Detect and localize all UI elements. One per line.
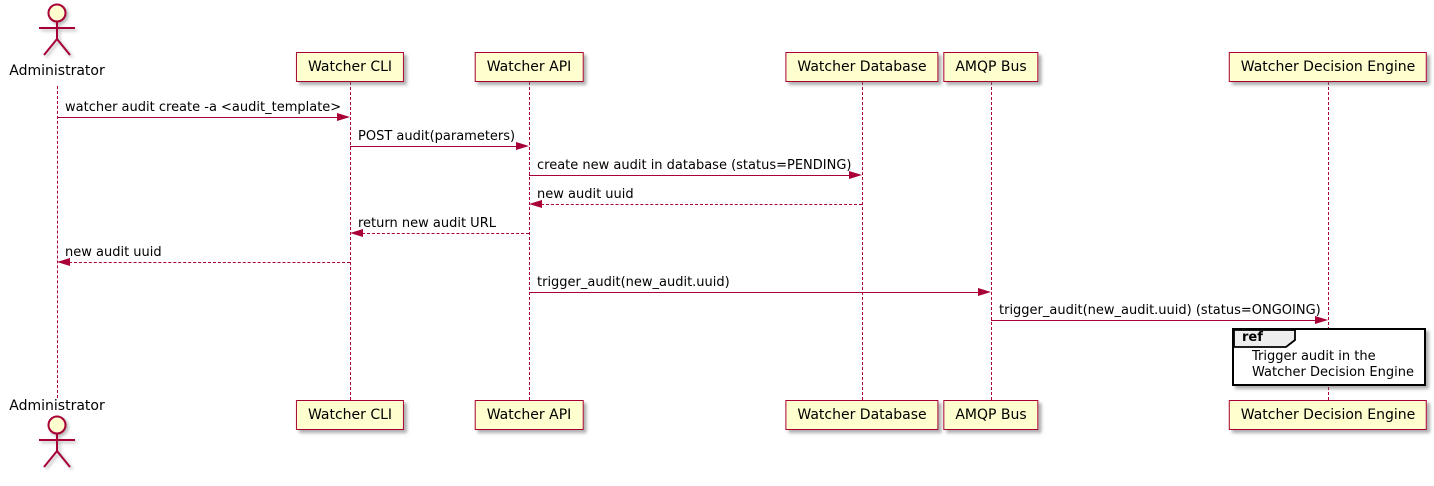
lifeline-administrator [56,86,58,398]
lifeline-watcher-decision-engine [1327,82,1329,400]
ref-header-pentagon [1233,329,1296,348]
message-arrowhead-6 [57,258,70,266]
message-label-5: return new audit URL [358,216,496,231]
participant-box-watcher-api-top: Watcher API [474,52,584,82]
message-label-3: create new audit in database (status=PEN… [537,158,852,173]
participant-box-watcher-cli-bottom: Watcher CLI [295,400,405,430]
message-arrowhead-4 [529,200,542,208]
message-line-8 [991,320,1316,321]
message-line-2 [350,146,517,147]
participant-box-watcher-cli-top: Watcher CLI [295,52,405,82]
message-line-7 [529,292,979,293]
actor-label-administrator-top: Administrator [9,63,105,79]
message-arrowhead-7 [978,288,991,296]
lifeline-amqp-bus [990,82,992,400]
actor-administrator-bottom [35,414,79,474]
message-line-1 [57,117,338,118]
participant-box-amqp-bus-top: AMQP Bus [943,52,1039,82]
message-arrowhead-1 [337,113,350,121]
actor-administrator-top [35,2,79,62]
message-line-3 [529,175,850,176]
message-arrowhead-3 [849,171,862,179]
message-label-8: trigger_audit(new_audit.uuid) (status=ON… [999,303,1321,318]
message-label-6: new audit uuid [65,245,162,260]
participant-box-amqp-bus-bottom: AMQP Bus [943,400,1039,430]
message-arrowhead-5 [350,229,363,237]
lifeline-watcher-database [861,82,863,400]
participant-box-watcher-api-bottom: Watcher API [474,400,584,430]
ref-body-line-2: Watcher Decision Engine [1252,364,1414,380]
lifeline-watcher-cli [349,82,351,400]
actor-label-administrator-bottom: Administrator [9,398,105,414]
ref-body-line-1: Trigger audit in the [1252,349,1376,364]
participant-box-watcher-decision-engine-bottom: Watcher Decision Engine [1228,400,1428,430]
message-label-7: trigger_audit(new_audit.uuid) [537,275,730,290]
participant-box-watcher-database-bottom: Watcher Database [785,400,939,430]
message-label-1: watcher audit create -a <audit_template> [65,100,342,115]
message-line-5 [362,233,529,234]
participant-box-watcher-database-top: Watcher Database [785,52,939,82]
message-line-6 [69,262,350,263]
message-label-4: new audit uuid [537,187,634,202]
participant-box-watcher-decision-engine-top: Watcher Decision Engine [1228,52,1428,82]
message-label-2: POST audit(parameters) [358,129,516,144]
message-arrowhead-8 [1315,316,1328,324]
actor-stick-figure-icon [39,415,75,468]
message-arrowhead-2 [516,142,529,150]
message-line-4 [541,204,862,205]
ref-header-label: ref [1242,330,1263,345]
lifeline-watcher-api [528,82,530,400]
actor-stick-figure-icon [39,3,75,56]
